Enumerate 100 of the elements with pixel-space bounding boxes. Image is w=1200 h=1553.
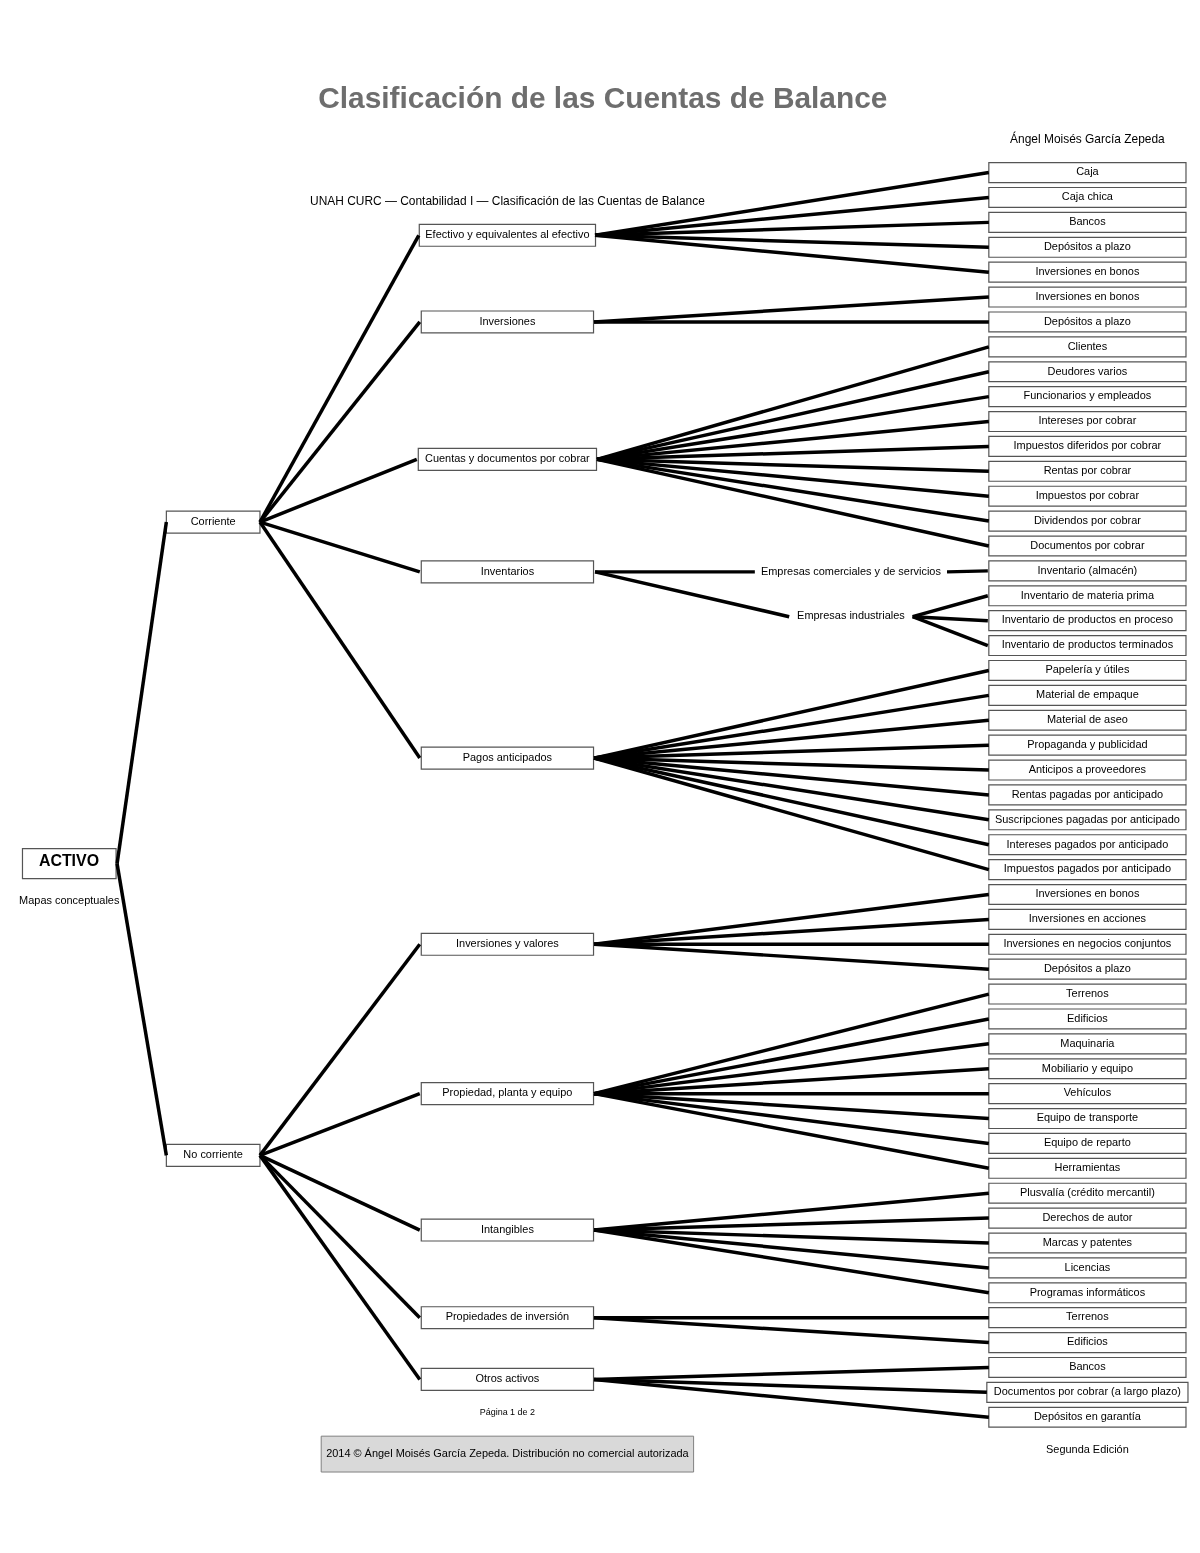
- node-box: Otros activos: [420, 1367, 595, 1391]
- node-box: Documentos por cobrar: [988, 535, 1187, 557]
- node-text: Empresas industriales: [797, 609, 905, 622]
- node-box: Dividendos por cobrar: [988, 510, 1187, 532]
- node-box: Clientes: [988, 336, 1187, 358]
- node-box: Funcionarios y empleados: [988, 386, 1187, 408]
- connector: [594, 320, 989, 324]
- node-box: Mobiliario y equipo: [988, 1058, 1187, 1080]
- connector: [259, 1153, 421, 1232]
- node-box: Depósitos en garantía: [988, 1406, 1187, 1428]
- connector: [593, 1091, 990, 1171]
- node-box: Inversiones y valores: [420, 932, 595, 956]
- node-box: Inversiones en bonos: [988, 261, 1187, 283]
- connector: [593, 992, 990, 1096]
- node-box: Intereses por cobrar: [988, 410, 1187, 433]
- node-box: Impuestos pagados por anticipado: [988, 859, 1187, 881]
- connector: [258, 521, 422, 760]
- node-box: Pagos anticipados: [420, 746, 595, 770]
- connector: [594, 170, 990, 238]
- node-box: Inventario (almacén): [988, 560, 1187, 582]
- connector: [594, 233, 989, 274]
- label: Mapas conceptuales: [19, 894, 120, 907]
- diagram-title: Clasificación de las Cuentas de Balance: [318, 80, 888, 114]
- node-box: Suscripciones pagadas por anticipado: [988, 809, 1187, 831]
- node-box: Herramientas: [988, 1157, 1187, 1179]
- node-box: Caja chica: [988, 186, 1187, 209]
- node-box: Programas informáticos: [988, 1282, 1187, 1304]
- node-box: Inventario de productos en proceso: [988, 610, 1187, 632]
- connector: [593, 1228, 990, 1295]
- connector: [596, 457, 990, 548]
- node-box: Maquinaria: [988, 1033, 1187, 1055]
- node-box: Papelería y útiles: [988, 659, 1187, 681]
- connector: [258, 1154, 422, 1381]
- node-box: No corriente: [165, 1143, 261, 1167]
- node-box: Inventarios: [420, 560, 595, 584]
- connector: [593, 942, 989, 971]
- node-box: Propaganda y publicidad: [988, 734, 1187, 756]
- node-box: Material de aseo: [988, 709, 1187, 731]
- node-box: Caja: [988, 162, 1187, 184]
- node-text: Empresas comerciales y de servicios: [760, 564, 941, 577]
- connector: [258, 320, 422, 524]
- connector: [596, 345, 990, 462]
- node-box: Rentas pagadas por anticipado: [988, 784, 1187, 806]
- connector: [594, 220, 989, 238]
- node-box: Bancos: [988, 211, 1187, 233]
- node-box: Deudores varios: [988, 361, 1187, 383]
- label: Página 1 de 2: [479, 1407, 536, 1418]
- node-box: Anticipos a proveedores: [988, 759, 1187, 781]
- node-box: Depósitos a plazo: [988, 311, 1187, 333]
- connector: [593, 1228, 989, 1270]
- label: UNAH CURC — Contabilidad I — Clasificación de las Cuentas de Balance: [310, 193, 705, 208]
- node-box: Intereses pagados por anticipado: [988, 834, 1187, 856]
- connector: [595, 570, 755, 574]
- connector: [259, 520, 421, 574]
- connector: [258, 1154, 421, 1319]
- label: 2014 © Ángel Moisés García Zepeda. Distribución no comercial autorizada: [326, 1446, 689, 1459]
- node-box: Impuestos por cobrar: [988, 485, 1187, 507]
- node-box: Licencias: [988, 1257, 1187, 1279]
- connector: [594, 570, 790, 619]
- connector: [258, 943, 422, 1157]
- node-box: Inventario de materia prima: [988, 585, 1187, 607]
- node-box: Material de empaque: [988, 684, 1187, 706]
- node-box: Inventario de productos terminados: [988, 635, 1187, 657]
- connector: [594, 195, 989, 238]
- label: Segunda Edición: [1046, 1442, 1129, 1455]
- connector: [593, 1377, 989, 1419]
- node-box: Propiedad, planta y equipo: [420, 1082, 595, 1106]
- node-box: Inversiones en negocios conjuntos: [988, 933, 1187, 955]
- node-box: Inversiones en bonos: [988, 286, 1187, 308]
- connector: [593, 756, 990, 872]
- connector: [593, 1017, 990, 1096]
- connector: [912, 614, 988, 623]
- node-box: Edificios: [988, 1008, 1187, 1030]
- node-box: Terrenos: [988, 983, 1187, 1005]
- node-box: Cuentas y documentos por cobrar: [417, 447, 598, 471]
- node-box: Propiedades de inversión: [420, 1306, 595, 1330]
- node-box: Intangibles: [420, 1218, 595, 1242]
- node-box: Plusvalía (crédito mercantil): [988, 1182, 1187, 1204]
- node-box: Impuestos diferidos por cobrar: [988, 435, 1187, 457]
- node-box: Depósitos a plazo: [988, 958, 1187, 980]
- node-box: Inversiones en bonos: [988, 883, 1187, 906]
- connector: [593, 892, 990, 946]
- node-box: Vehículos: [988, 1083, 1187, 1105]
- node-box: Derechos de autor: [988, 1207, 1187, 1229]
- connector: [115, 521, 169, 864]
- connector: [593, 756, 990, 822]
- connector: [258, 234, 421, 523]
- node-box: Marcas y patentes: [988, 1232, 1187, 1254]
- connector: [946, 569, 988, 574]
- label: Ángel Moisés García Zepeda: [1010, 131, 1165, 146]
- node-box: Rentas por cobrar: [988, 460, 1187, 482]
- node-box: Equipo de transporte: [988, 1108, 1187, 1130]
- node-box: Documentos por cobrar (a largo plazo): [986, 1381, 1189, 1403]
- node-box: Equipo de reparto: [988, 1132, 1187, 1154]
- connector: [912, 615, 989, 648]
- connector: [115, 863, 169, 1156]
- node-box: Inversiones: [420, 310, 595, 334]
- connector: [259, 1092, 421, 1157]
- node-box: Efectivo y equivalentes al efectivo: [418, 223, 597, 247]
- node-box: Bancos: [988, 1356, 1187, 1378]
